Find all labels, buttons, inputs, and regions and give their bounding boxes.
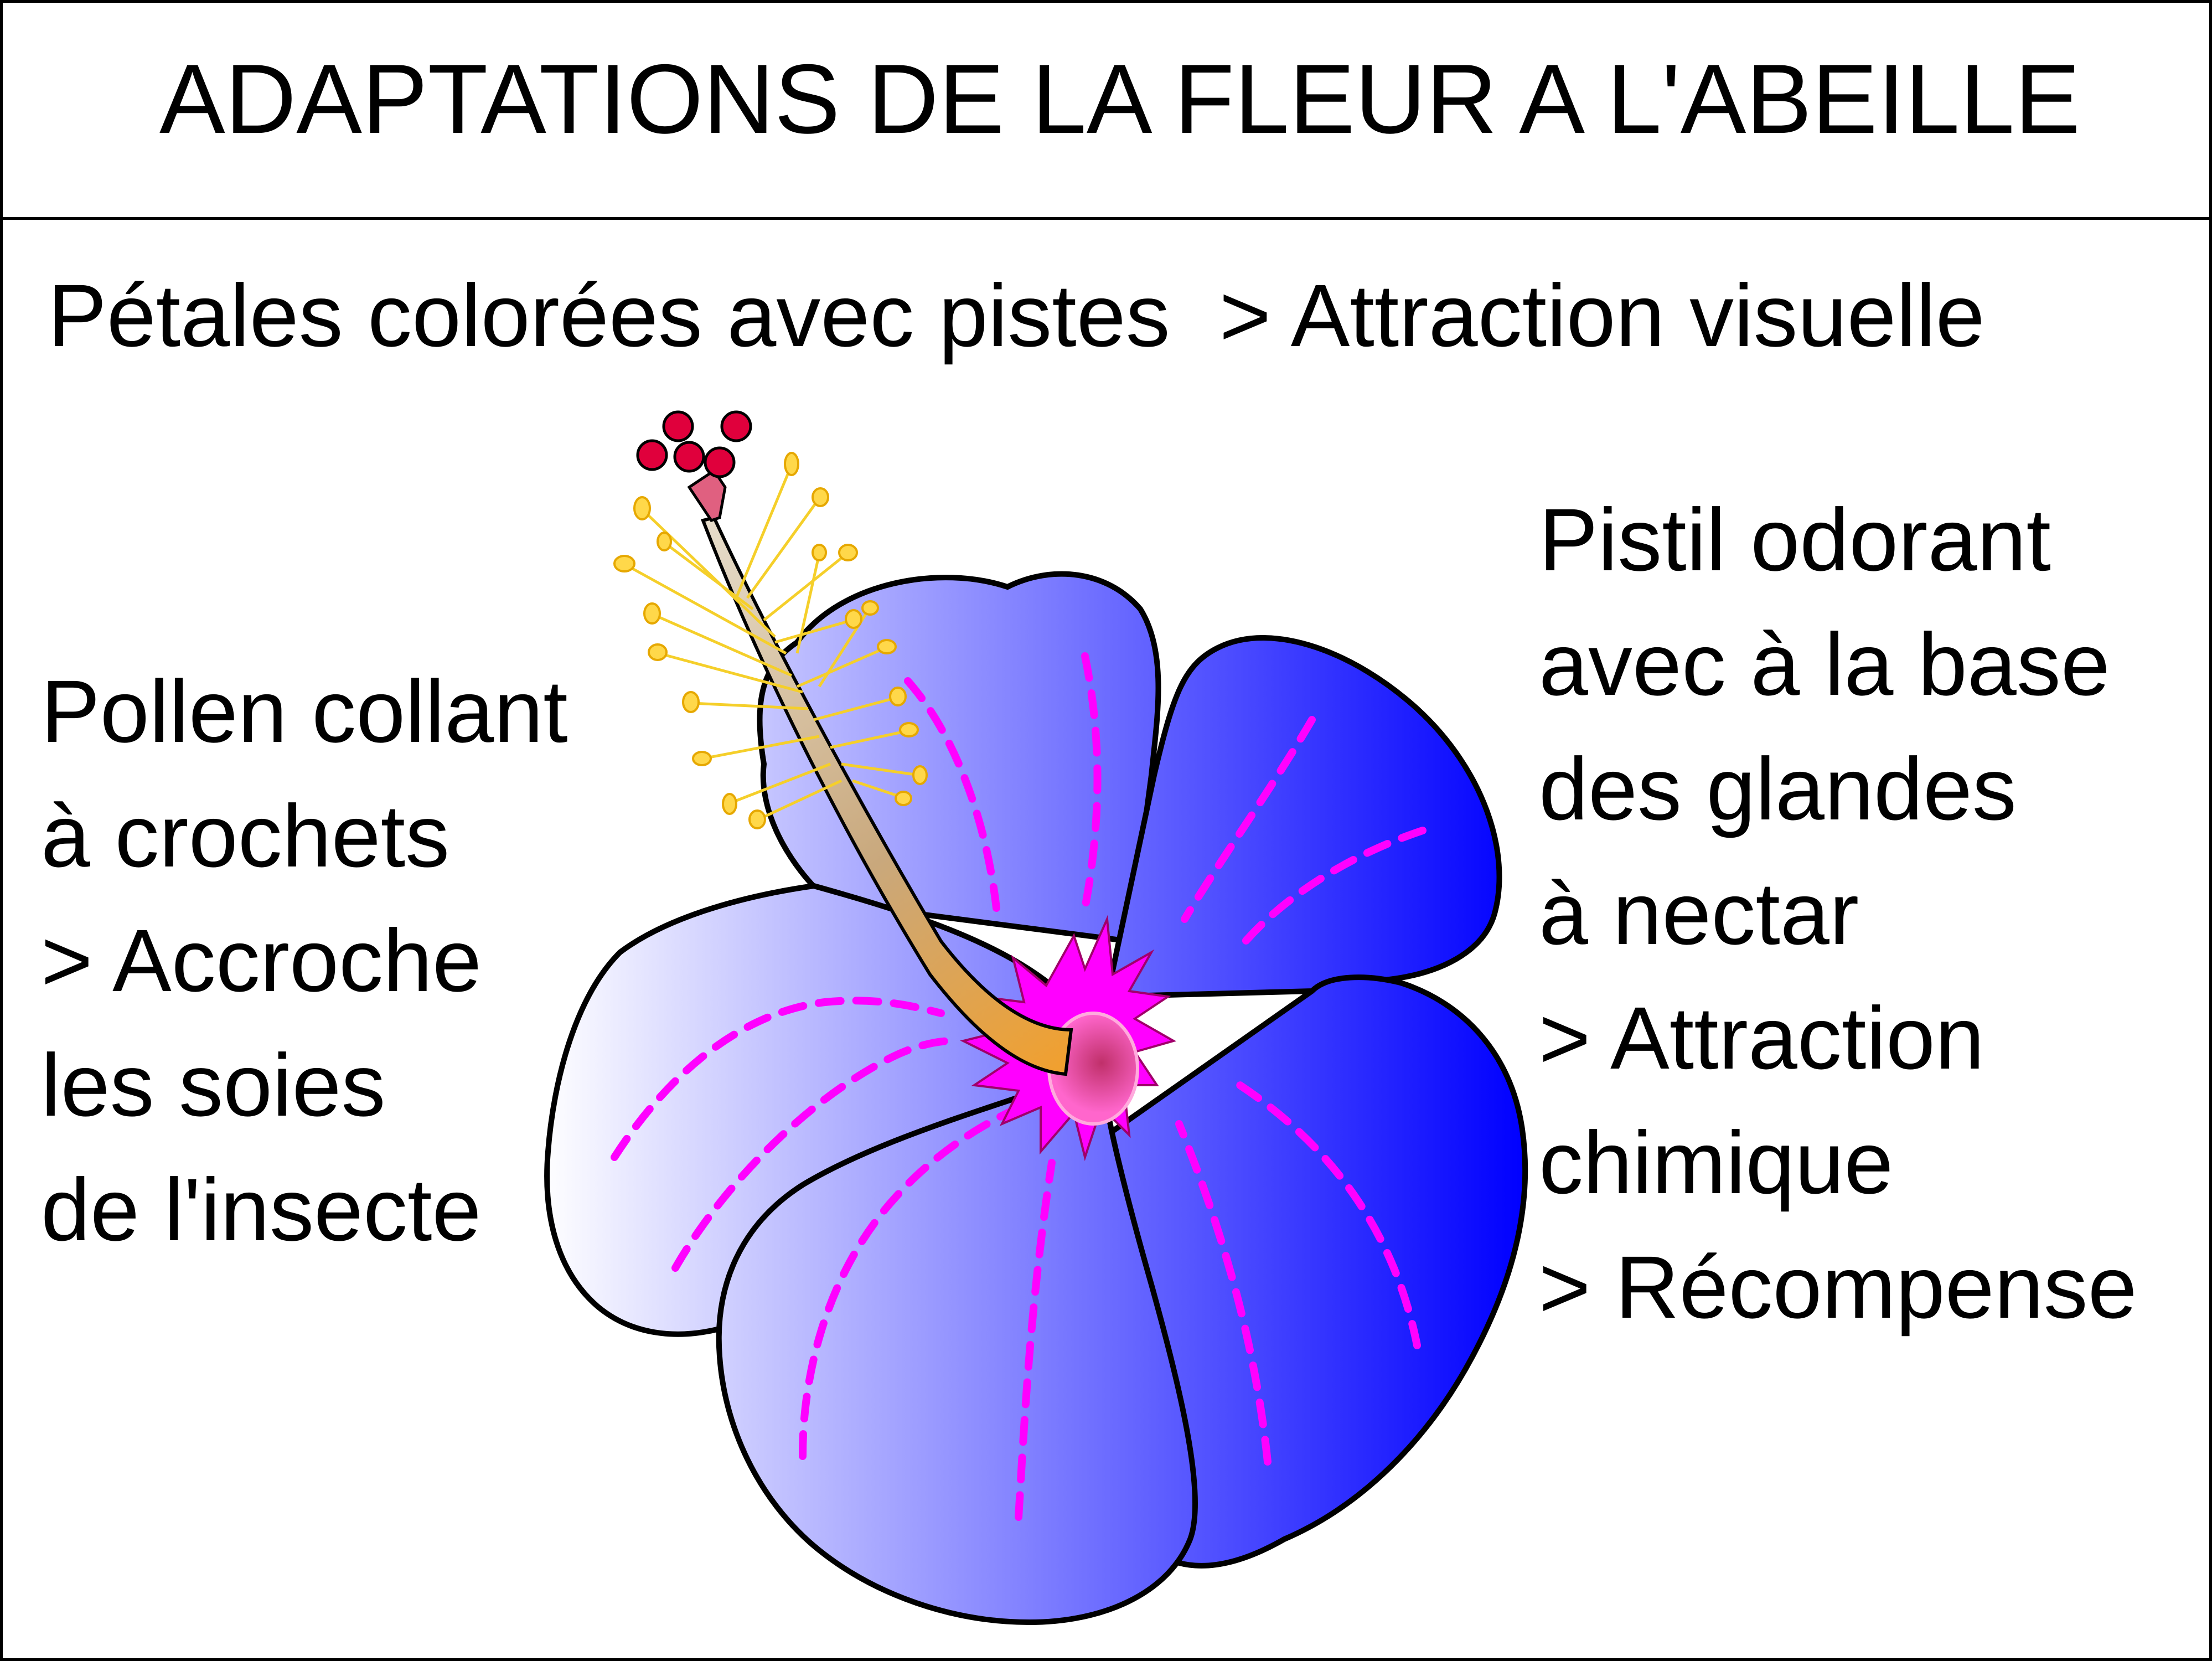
stamen-filament	[852, 779, 903, 799]
anther	[657, 532, 672, 551]
pistil-annotation-line: chimique	[1539, 1113, 1894, 1212]
stigma	[636, 410, 752, 522]
pollen-annotation-line: > Accroche	[41, 911, 482, 1010]
stamen-filament	[663, 541, 754, 610]
stamen-filament	[641, 508, 776, 638]
anther	[812, 544, 827, 561]
stamen-filament	[841, 762, 919, 777]
pistil-annotation-line: > Récompense	[1539, 1237, 2137, 1337]
stamen-filament	[652, 613, 793, 677]
stamen-filament	[624, 563, 787, 655]
petal-bottom	[716, 1070, 1198, 1626]
nectar-guide	[611, 997, 945, 1161]
petals	[544, 571, 1528, 1626]
stigma-lobe	[720, 410, 752, 442]
anther	[613, 555, 635, 572]
nectar-guide	[1015, 1159, 1056, 1521]
anther	[812, 487, 829, 507]
pollen-annotation-line: de l'insecte	[41, 1160, 482, 1259]
stamens	[624, 465, 919, 821]
anther	[648, 643, 668, 661]
anther	[643, 602, 661, 625]
anther	[748, 809, 766, 829]
stamen-filament	[830, 729, 908, 749]
nectar-guide	[904, 677, 1000, 912]
nectar-guide	[1236, 1081, 1421, 1349]
anther	[682, 691, 700, 713]
pistil-annotation-line: des glandes	[1539, 739, 2017, 838]
nectar-guide	[671, 1037, 956, 1272]
petal-right-upper	[1103, 635, 1502, 1000]
stamen-filament	[658, 652, 803, 694]
stigma-lobe	[636, 439, 668, 471]
pollen-annotation-line: les soies	[41, 1035, 386, 1134]
pollen-annotation: Pollen collant à crochets > Accroche les…	[41, 667, 568, 1290]
pistil-annotation-line: à nectar	[1539, 864, 1859, 963]
stamen-filament	[774, 618, 853, 644]
pistil-annotation-line: avec à la base	[1539, 615, 2110, 714]
stamen-filament	[757, 779, 843, 821]
stigma-lobe	[662, 410, 694, 442]
stigma-lobe	[704, 446, 736, 478]
pistil-style	[700, 515, 1073, 1076]
anther	[895, 791, 912, 806]
anther	[838, 544, 858, 561]
petals-caption: Pétales colorées avec pistes > Attractio…	[48, 266, 1985, 365]
anther	[889, 687, 907, 706]
title-divider	[0, 217, 2212, 220]
stamen-filament	[763, 553, 848, 621]
stigma-branches	[687, 468, 727, 522]
nectar-guide	[799, 1092, 1056, 1460]
nectar-guide	[1081, 652, 1102, 912]
nectar-guide	[1175, 1120, 1272, 1466]
anther	[784, 452, 799, 476]
stamen-filament	[735, 465, 793, 599]
pollen-annotation-line: à crochets	[41, 786, 450, 885]
anther	[912, 765, 928, 785]
stamen-filament	[813, 696, 897, 721]
stamen-filament	[702, 735, 820, 760]
stigma-lobe	[673, 441, 705, 473]
nectar-guide	[1181, 716, 1316, 923]
anther	[633, 496, 651, 520]
stamen-filament	[746, 497, 821, 599]
anthers	[613, 452, 928, 829]
nectar-guides	[611, 652, 1427, 1521]
anther	[692, 751, 712, 766]
pollen-annotation-line: Pollen collant	[41, 662, 568, 761]
anther	[899, 722, 919, 737]
stamen-filament	[730, 762, 831, 804]
diagram-title: ADAPTATIONS DE LA FLEUR A L'ABEILLE	[159, 44, 2081, 154]
anther	[877, 639, 897, 654]
stamen-filament	[796, 646, 887, 688]
stamen-filament	[795, 553, 821, 654]
anther	[845, 609, 862, 629]
pistil-annotation: Pistil odorant avec à la base des glande…	[1539, 496, 2137, 1368]
pistil-annotation-line: Pistil odorant	[1539, 490, 2051, 589]
anther	[861, 600, 879, 616]
stamen-filament	[691, 701, 809, 710]
anther	[722, 793, 737, 815]
pistil-annotation-line: > Attraction	[1539, 988, 1984, 1087]
